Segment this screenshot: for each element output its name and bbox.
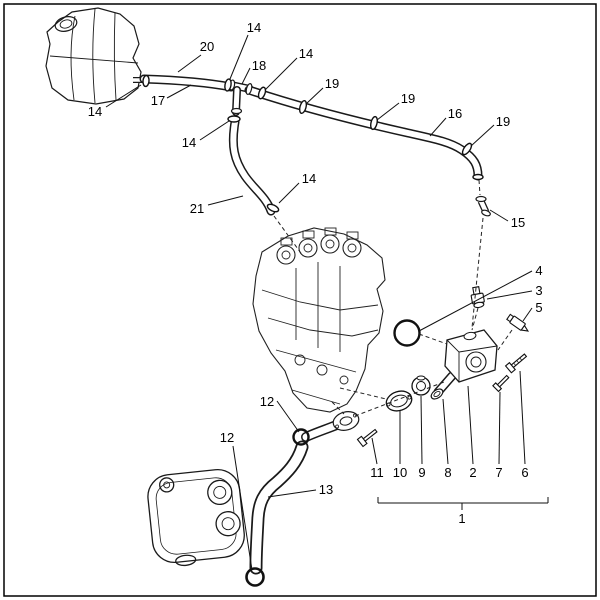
callout-10-gasket: 10 [393,465,407,480]
oring-12-upper-drawing [292,428,310,446]
thermostat-housing-drawing [430,329,498,400]
callout-4-oring: 4 [535,263,542,278]
assembly-dashed-lines [273,179,513,417]
callout-20-hose-upper: 20 [200,39,214,54]
expansion-tank-drawing [45,7,146,105]
callout-19-clamp-a: 19 [325,76,339,91]
oil-cooler-drawing [147,468,245,567]
callout-21-hose-bent: 21 [190,201,204,216]
gasket-10-drawing [385,390,413,412]
callout-16-hose-main: 16 [448,106,462,121]
assembly-bracket [377,497,549,510]
water-outlet-elbow-drawing [301,411,360,442]
callout-7-bolt: 7 [495,465,502,480]
thermostat-9-drawing [411,375,431,396]
callout-17-pipe: 17 [151,93,165,108]
connector-15-drawing [475,195,491,217]
callout-6-bolt: 6 [521,465,528,480]
oring-12-lower-drawing [245,567,265,587]
callout-14-clamp-stub: 14 [182,135,196,150]
hose-clamps-drawing [142,74,484,213]
callout-8-fitting: 8 [444,465,451,480]
bolt-7-drawing [492,374,510,393]
callout-3-sensor: 3 [535,283,542,298]
callout-2-housing: 2 [469,465,476,480]
callout-12-oring-upper: 12 [260,394,274,409]
oring-4-drawing [393,319,421,347]
callout-14-tank-clamp: 14 [88,104,102,119]
callout-14-clamp-hose21: 14 [302,171,316,186]
bolt-6-drawing [504,353,528,374]
engine-block-drawing [252,227,386,413]
callout-14-clamp-before-tee: 14 [247,20,261,35]
callout-18-tee: 18 [252,58,266,73]
callout-9-thermostat: 9 [418,465,425,480]
callout-13-hose-cooler: 13 [319,482,333,497]
callout-12-oring-lower: 12 [220,430,234,445]
callout-19-clamp-b: 19 [401,91,415,106]
callout-15-connector: 15 [511,215,525,230]
callout-leader-lines [105,34,533,571]
callout-14-clamp-after-tee: 14 [299,46,313,61]
callout-19-clamp-c: 19 [496,114,510,129]
callout-1-assembly: 1 [458,511,465,526]
diagram-border [3,3,597,597]
callout-11-bolt: 11 [370,465,384,480]
bolt-11-drawing [356,428,378,448]
callout-5-sensor: 5 [535,300,542,315]
sensor-5-drawing [506,313,530,332]
